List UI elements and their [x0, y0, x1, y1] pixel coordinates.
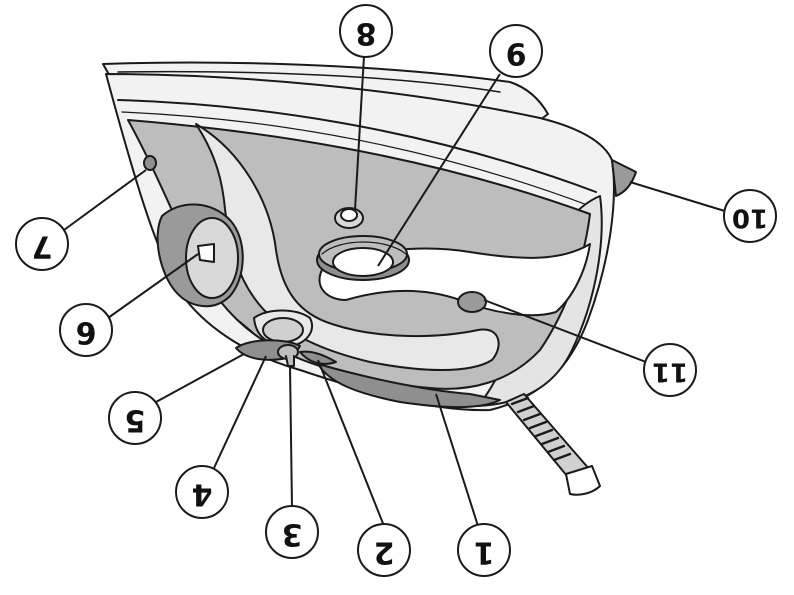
- iron-top-button: [340, 208, 358, 222]
- iron-control-knob-ridges: [321, 241, 407, 255]
- callout-6: 6: [59, 303, 113, 357]
- leader-3: [289, 365, 293, 509]
- callout-2: 2: [357, 523, 411, 577]
- iron-dial-indicator: [197, 243, 215, 263]
- callout-label-6: 6: [76, 315, 97, 350]
- leader-10: [629, 181, 729, 213]
- leader-4: [213, 355, 267, 469]
- leader-9: [377, 73, 501, 267]
- iron-soleplate: [317, 363, 501, 408]
- leader-6: [107, 253, 199, 319]
- iron-spray-stem: [285, 355, 295, 367]
- iron-top-cover-highlight: [117, 70, 501, 93]
- callout-label-8: 8: [356, 16, 377, 51]
- callout-3: 3: [265, 505, 319, 559]
- callout-7: 7: [15, 217, 69, 271]
- iron-band-groove: [117, 99, 597, 193]
- callout-label-1: 1: [474, 535, 495, 570]
- callout-8: 8: [339, 4, 393, 58]
- iron-water-inlet: [239, 321, 253, 333]
- callout-4: 4: [175, 465, 229, 519]
- callout-label-5: 5: [125, 403, 146, 438]
- iron-rear-tip: [611, 159, 637, 197]
- callout-11: 11: [643, 343, 697, 397]
- iron-cord-guard: [505, 393, 601, 496]
- leader-8: [354, 55, 365, 211]
- iron-indicator-light: [457, 291, 487, 313]
- callout-9: 9: [489, 24, 543, 78]
- iron-band-groove-lower: [121, 111, 591, 207]
- leader-5: [155, 353, 245, 403]
- callout-label-7: 7: [32, 229, 53, 264]
- leader-lines: [63, 55, 729, 527]
- callout-label-2: 2: [374, 535, 395, 570]
- callout-label-10: 10: [732, 203, 768, 233]
- leader-2: [317, 359, 385, 527]
- leader-1: [435, 393, 479, 527]
- callout-label-3: 3: [282, 517, 303, 552]
- iron-base-lip: [299, 350, 337, 365]
- callout-label-9: 9: [506, 36, 527, 71]
- callout-1: 1: [457, 523, 511, 577]
- callout-markers: 1 2 3 4 5 6 7 8: [15, 4, 777, 577]
- leader-7: [63, 169, 147, 231]
- iron-side-hole: [143, 155, 157, 171]
- iron-control-knob-top: [332, 247, 394, 277]
- callout-10: 10: [723, 189, 777, 243]
- callout-label-4: 4: [192, 477, 213, 512]
- leader-11: [483, 299, 647, 363]
- callout-5: 5: [108, 391, 162, 445]
- steam-iron-illustration: [102, 61, 637, 496]
- iron-spray-nozzle: [262, 317, 304, 343]
- callout-label-11: 11: [652, 357, 688, 387]
